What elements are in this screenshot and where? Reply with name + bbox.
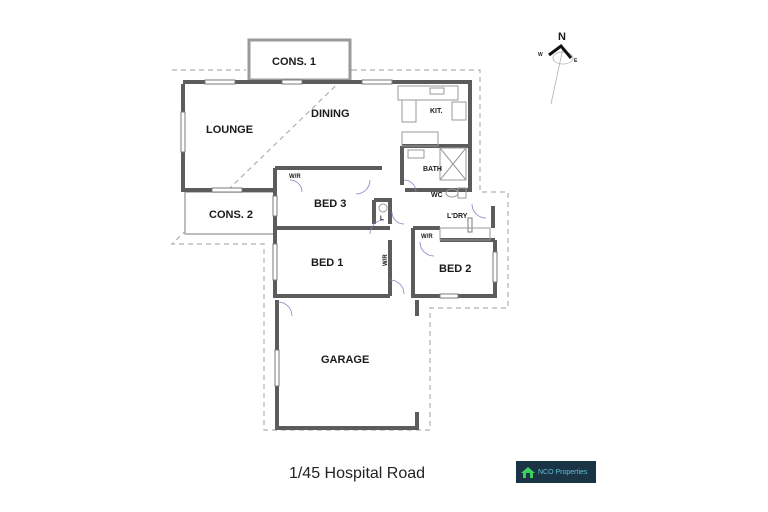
nco-properties-logo: NCO Properties: [516, 461, 596, 483]
boundary-outline: [170, 69, 509, 431]
kitchen-fixtures: [378, 85, 491, 241]
label-dining: DINING: [311, 108, 350, 120]
label-linen: L: [380, 216, 384, 222]
label-wc: WC: [431, 192, 443, 199]
compass-arrow-icon: [548, 43, 573, 59]
label-bath: BATH: [423, 166, 442, 173]
label-bed2-wr: W/R: [421, 234, 433, 240]
label-garage: GARAGE: [321, 354, 369, 366]
label-cons1: CONS. 1: [272, 56, 316, 68]
house-icon: [521, 467, 535, 478]
label-bed1: BED 1: [311, 257, 343, 269]
label-lounge: LOUNGE: [206, 124, 253, 136]
label-bed1-wr: W/R: [383, 254, 389, 266]
door-swings: [277, 179, 487, 317]
compass-circle: [552, 51, 574, 65]
compass: N W E: [538, 31, 578, 105]
label-kitchen: KIT.: [430, 108, 443, 115]
compass-needle-line: [550, 47, 564, 105]
cons2-room: [184, 191, 276, 235]
compass-east: E: [574, 58, 578, 64]
cons1-room: [247, 38, 352, 82]
label-bed3-wr: W/R: [289, 174, 301, 180]
label-cons2: CONS. 2: [209, 209, 253, 221]
compass-north: N: [558, 31, 566, 43]
compass-west: W: [538, 52, 543, 58]
label-bed2: BED 2: [439, 263, 471, 275]
address-caption: 1/45 Hospital Road: [288, 465, 426, 482]
label-bed3: BED 3: [314, 198, 346, 210]
label-laundry: L'DRY: [447, 213, 468, 220]
windows: [180, 79, 498, 387]
logo-text: NCO Properties: [538, 468, 588, 476]
